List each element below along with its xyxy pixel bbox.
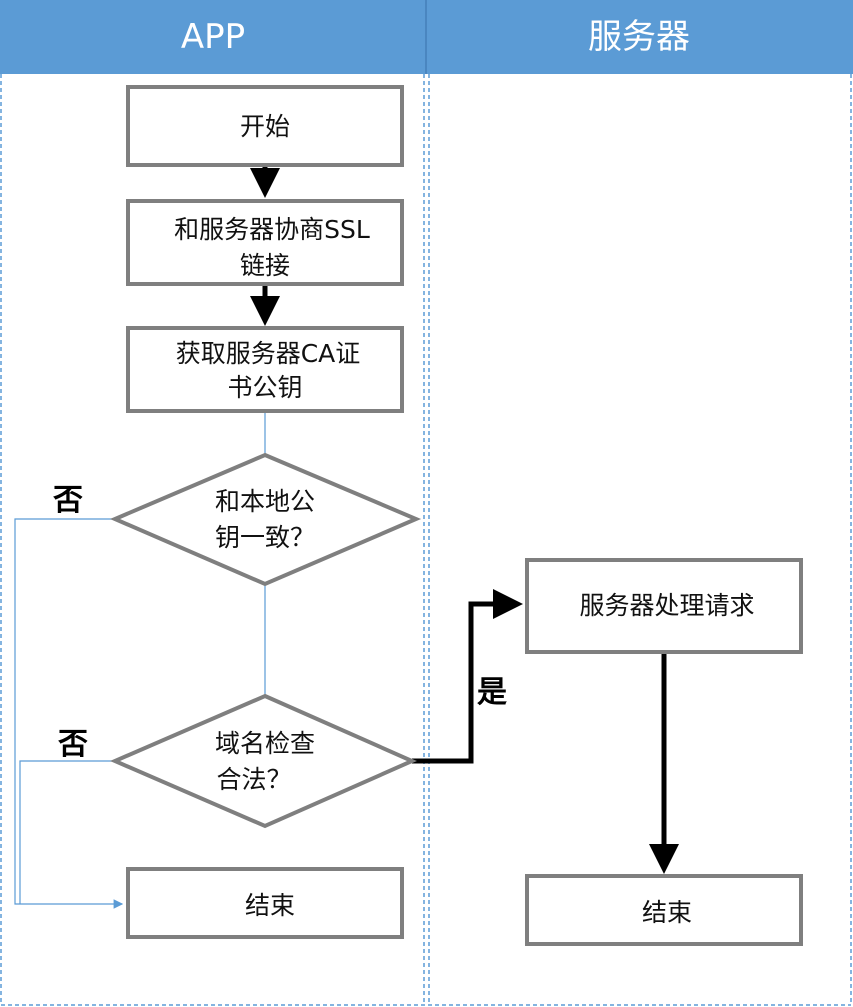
edge-label-no-match: 否 — [53, 483, 83, 518]
node-end-app-label: 结束 — [245, 891, 295, 920]
node-end-server-label: 结束 — [642, 898, 692, 927]
edge-label-yes-domain: 是 — [477, 675, 507, 710]
lane-title-server: 服务器 — [588, 17, 690, 57]
node-negotiate-ssl: 和服务器协商SSL 链接 — [126, 199, 404, 286]
node-get-ca-key: 获取服务器CA证 书公钥 — [126, 326, 404, 413]
node-start: 开始 — [126, 85, 404, 167]
node-process-label: 服务器处理请求 — [579, 591, 754, 620]
node-negotiate-label-line2: 链接 — [240, 251, 290, 280]
lane-boundaries — [0, 74, 852, 1006]
line-match-no-to-end — [14, 518, 124, 909]
node-getkey-label-line2: 书公钥 — [227, 373, 302, 402]
line-domain-no-to-end — [19, 760, 115, 904]
decision-key-match: 和本地公 钥一致？ — [109, 452, 422, 587]
decision-domain-label-line2: 合法？ — [216, 765, 291, 794]
decision-domain-check: 域名检查 合法？ — [109, 693, 417, 829]
node-end-app: 结束 — [126, 867, 404, 939]
node-end-server: 结束 — [525, 874, 803, 946]
node-start-label: 开始 — [240, 112, 290, 141]
node-negotiate-label-line1: 和服务器协商SSL — [174, 215, 370, 244]
decision-domain-label-line1: 域名检查 — [215, 729, 315, 758]
edge-label-no-domain: 否 — [58, 727, 88, 762]
node-server-process: 服务器处理请求 — [525, 558, 803, 654]
node-getkey-label-line1: 获取服务器CA证 — [176, 339, 361, 368]
lane-header-app: APP — [0, 0, 426, 74]
lane-title-app: APP — [181, 17, 245, 57]
arrow-domain-yes-to-process — [412, 589, 523, 764]
decision-match-label-line2: 钥一致？ — [215, 523, 315, 552]
decision-match-label-line1: 和本地公 — [215, 487, 315, 516]
lane-header-server: 服务器 — [426, 0, 853, 74]
